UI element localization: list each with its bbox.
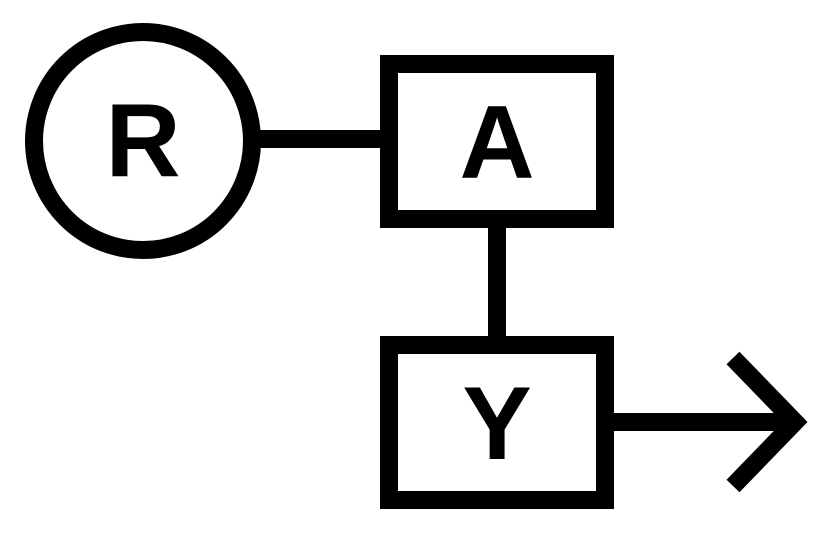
node-y-box (380, 336, 614, 509)
node-y-label: Y (462, 366, 531, 482)
node-a-label: A (459, 85, 534, 201)
node-a: A (380, 55, 614, 228)
node-r: R (25, 23, 261, 259)
node-a-box (380, 55, 614, 228)
node-y: Y (380, 336, 614, 509)
arrowhead-icon (726, 351, 808, 493)
node-r-circle (25, 23, 261, 259)
node-r-label: R (105, 83, 180, 199)
